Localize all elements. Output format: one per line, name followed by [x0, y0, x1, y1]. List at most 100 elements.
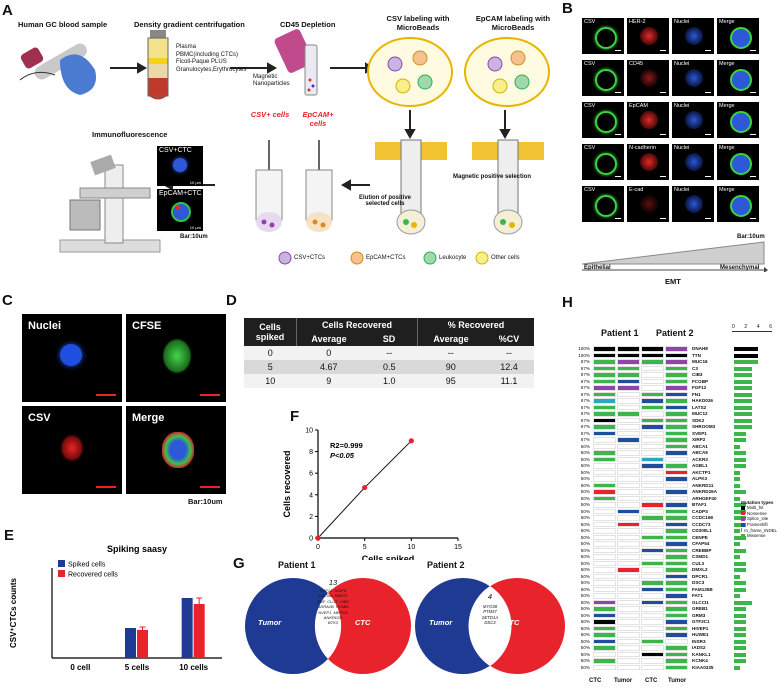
- legend-label: Frameshift: [747, 522, 768, 528]
- gene-label: ABCA1: [692, 443, 708, 449]
- legend-swatch: [741, 533, 745, 538]
- micrograph-tile: Nuclei: [672, 18, 714, 54]
- gene-label: XIRP2: [692, 437, 706, 442]
- workflow-illustration: [19, 29, 550, 265]
- mutation-cell: [593, 437, 616, 443]
- mutation-cell: [617, 378, 640, 384]
- mutation-cell: [665, 645, 688, 651]
- bar: [125, 628, 136, 658]
- mutation-cell: [665, 398, 688, 404]
- gene-frequency: 50%: [580, 495, 590, 501]
- count-bar: [734, 405, 752, 410]
- mutation-cell: [617, 450, 640, 456]
- mutation-cell: [665, 378, 688, 384]
- blood-tube-icon: [19, 43, 96, 95]
- legend-title: Mutation types: [741, 500, 774, 505]
- mutation-cell: [641, 404, 664, 410]
- mutation-cell: [665, 476, 688, 482]
- table-row: 5 4.67 0.5 90 12.4: [244, 360, 534, 374]
- microscope-icon: [59, 154, 161, 253]
- venn-p1-ctc-label: CTC: [355, 618, 371, 627]
- mutation-cell: [617, 573, 640, 579]
- cfse-label: CFSE: [132, 320, 162, 332]
- data-point: [408, 438, 414, 444]
- venn-p2-tumor-label: Tumor: [429, 618, 453, 627]
- mutation-cell: [593, 515, 616, 521]
- count-bar: [734, 444, 740, 449]
- micrograph-tile: CSV: [582, 60, 624, 96]
- gene-label: GTF3C1: [692, 619, 710, 624]
- micrograph-label: CSV: [584, 145, 596, 151]
- gene-frequency: 50%: [580, 443, 590, 449]
- mutation-cell: [665, 638, 688, 644]
- mutation-cell: [593, 385, 616, 391]
- mutation-cell: [641, 606, 664, 612]
- venn-p2-title: Patient 2: [427, 560, 465, 570]
- bar: [181, 598, 193, 658]
- merge-label: Merge: [132, 412, 165, 424]
- count-bar: [734, 542, 740, 546]
- data-point: [315, 535, 321, 541]
- count-bar: [734, 425, 752, 429]
- venn-p1-tumor: [245, 578, 341, 674]
- panel-a-bar-label: Bar:10um: [180, 234, 208, 240]
- gene-label: CFAP54: [692, 541, 710, 546]
- mutation-cell: [641, 632, 664, 638]
- table-cell: 12.4: [484, 360, 534, 374]
- count-bar: [734, 548, 746, 553]
- mutation-cell: [617, 619, 640, 625]
- gene-frequency: 50%: [580, 573, 590, 579]
- gene-frequency: 67%: [580, 424, 590, 429]
- mutation-cell: [665, 658, 688, 664]
- mutation-cell: [617, 456, 640, 462]
- mutation-cell: [665, 612, 688, 618]
- step-cd45-depletion: CD45 Depletion: [280, 20, 336, 29]
- micrograph-tile: Merge: [717, 186, 759, 222]
- gene-frequency: 50%: [580, 625, 590, 631]
- scale-tick: 6: [769, 324, 772, 330]
- gene-label: C3: [692, 365, 698, 371]
- gene-label: CD300L1: [692, 528, 712, 533]
- csv-image: CSV: [22, 406, 122, 494]
- count-bar: [734, 568, 746, 572]
- gene-label: SDK2: [692, 417, 705, 423]
- mutation-cell: [665, 430, 688, 436]
- mutation-cell: [641, 359, 664, 365]
- mutation-cell: [593, 586, 616, 592]
- gene-label: KANKL1: [692, 651, 711, 657]
- table-cell: 5: [244, 360, 297, 374]
- micrograph-tile: CD45: [627, 60, 669, 96]
- gene-frequency: 50%: [580, 482, 590, 488]
- legend-swatch: [741, 505, 745, 510]
- count-bar: [734, 431, 746, 436]
- micrograph-tile: N-cadherin: [627, 144, 669, 180]
- legend-other-cells: Other cells: [491, 255, 520, 261]
- panel-label-a: A: [2, 2, 13, 19]
- gene-frequency: 67%: [580, 404, 590, 410]
- table-row: 10 9 1.0 95 11.1: [244, 374, 534, 388]
- micrograph-tile: Nuclei: [672, 186, 714, 222]
- mutation-cell: [641, 391, 664, 397]
- gene-frequency: 50%: [580, 508, 590, 514]
- mutation-cell: [665, 463, 688, 469]
- gene-label: CIB3: [692, 372, 703, 377]
- count-bar: [734, 496, 740, 501]
- col-label: CTC: [645, 678, 658, 684]
- mutation-cell: [617, 612, 640, 618]
- y-tick-label: 4: [309, 492, 313, 499]
- mutation-cell: [665, 567, 688, 573]
- mutation-cell: [665, 411, 688, 417]
- mutation-cell: [617, 385, 640, 391]
- gradient-layers: Plasma PBMC(including CTCs) Ficoll-Paque…: [176, 44, 246, 74]
- step-blood-sample: Human GC blood sample: [18, 20, 108, 29]
- count-bar: [734, 418, 752, 423]
- count-bar: [734, 470, 740, 475]
- gene-frequency: 50%: [580, 515, 590, 520]
- chart-title: Spiking saasy: [107, 544, 167, 554]
- gene-label: GREB1: [692, 606, 708, 611]
- count-bar: [734, 522, 746, 527]
- mutation-cell: [641, 372, 664, 378]
- mutation-cell: [617, 593, 640, 599]
- mutation-cell: [641, 398, 664, 404]
